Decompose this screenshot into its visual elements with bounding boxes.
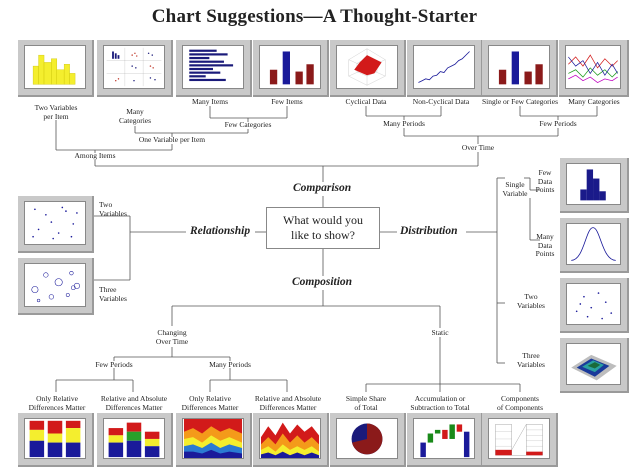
- thumb-table-with-embedded-charts: [97, 40, 173, 97]
- label-comp-3: Only Relative Differences Matter: [181, 394, 239, 412]
- label-static: Static: [431, 328, 449, 337]
- center-line-2: like to show?: [291, 228, 355, 242]
- label-dist-two-variables: Two Variables: [517, 292, 545, 310]
- thumb-pie-chart: [330, 413, 406, 467]
- label-rel-three-variables: Three Variables: [99, 285, 127, 303]
- center-line-1: What would you: [283, 213, 363, 227]
- thumb-column-histogram: [560, 158, 629, 213]
- label-many-data-points: Many Data Points: [535, 232, 555, 258]
- label-cyclical-data: Cyclical Data: [345, 97, 387, 106]
- thumb-circular-area-chart: [330, 40, 406, 97]
- label-few-periods: Few Periods: [95, 360, 133, 369]
- thumb-column-chart-2: [482, 40, 558, 97]
- label-comp-7: Components of Components: [496, 394, 544, 412]
- label-comparison: Comparison: [291, 182, 354, 194]
- center-question-box: What would you like to show?: [266, 207, 380, 249]
- label-comp-5: Simple Share of Total: [345, 394, 387, 412]
- label-comp-1: Only Relative Differences Matter: [28, 394, 86, 412]
- label-changing-over-time: Changing Over Time: [155, 328, 189, 346]
- thumb-stacked-area-chart: [253, 413, 329, 467]
- label-many-periods: Many Periods: [209, 360, 251, 369]
- label-comp-2: Relative and Absolute Differences Matter: [100, 394, 168, 412]
- thumb-line-histogram: [560, 218, 629, 273]
- label-dist-three-variables: Three Variables: [517, 351, 545, 369]
- thumb-waterfall-chart: [407, 413, 483, 467]
- thumb-stacked-100-column-with-subcomponents: [482, 413, 558, 467]
- thumb-column-chart: [253, 40, 329, 97]
- thumb-bar-chart: [176, 40, 252, 97]
- thumb-line-chart: [407, 40, 483, 97]
- label-comp-4: Relative and Absolute Differences Matter: [254, 394, 322, 412]
- label-many-categories: Many Categories: [118, 107, 152, 125]
- thumb-dist-scatter-chart: [560, 278, 629, 333]
- label-few-categories: Few Categories: [224, 120, 272, 129]
- label-single-variable: Single Variable: [502, 180, 528, 198]
- label-few-periods-top: Few Periods: [539, 119, 577, 128]
- label-relationship: Relationship: [188, 225, 253, 237]
- label-many-categories-2: Many Categories: [568, 97, 620, 106]
- thumb-scatter-chart: [18, 196, 94, 253]
- thumb-variable-width-column-chart: [18, 40, 94, 97]
- label-distribution: Distribution: [398, 225, 460, 237]
- thumb-multi-line-chart: [559, 40, 629, 97]
- label-many-items: Many Items: [191, 97, 229, 106]
- thumb-stacked-100-column-chart: [18, 413, 94, 467]
- label-many-periods-top: Many Periods: [383, 119, 425, 128]
- thumb-bubble-chart: [18, 258, 94, 315]
- label-among-items: Among Items: [74, 151, 116, 160]
- label-composition: Composition: [290, 276, 355, 288]
- label-single-or-few-categories: Single or Few Categories: [481, 97, 559, 106]
- label-few-data-points: Few Data Points: [535, 168, 555, 194]
- label-over-time: Over Time: [461, 143, 495, 152]
- thumb-3d-area-chart: [560, 338, 629, 393]
- label-non-cyclical-data: Non-Cyclical Data: [412, 97, 470, 106]
- label-comp-6: Accumulation or Subtraction to Total: [410, 394, 470, 412]
- label-few-items: Few Items: [271, 97, 303, 106]
- thumb-stacked-100-area-chart: [176, 413, 252, 467]
- label-two-variables-per-item: Two Variables per Item: [34, 103, 78, 121]
- label-one-variable-per-item: One Variable per Item: [138, 135, 206, 144]
- thumb-stacked-column-chart: [97, 413, 173, 467]
- page-title: Chart Suggestions—A Thought-Starter: [151, 6, 478, 27]
- label-rel-two-variables: Two Variables: [99, 200, 127, 218]
